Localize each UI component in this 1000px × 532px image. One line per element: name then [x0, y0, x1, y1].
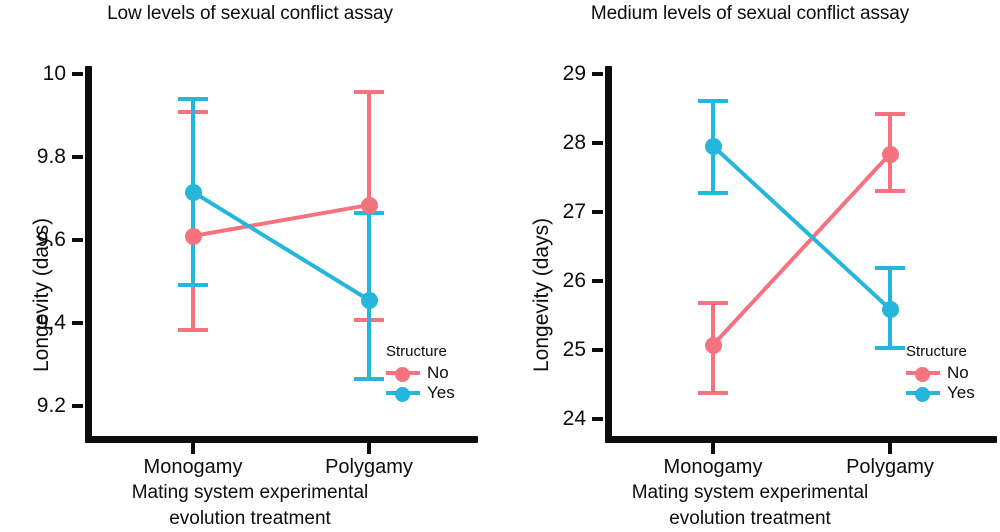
x-axis-label-line2: evolution treatment: [169, 508, 331, 529]
data-point-yes-polygamy: [882, 301, 899, 318]
series-line-yes: [711, 144, 891, 311]
legend-title: Structure: [386, 343, 447, 360]
error-cap-top-no-monogamy: [698, 301, 728, 305]
y-tick-label: 9.2: [36, 394, 66, 417]
x-tick-label: Polygamy: [325, 456, 413, 478]
data-point-no-monogamy: [705, 337, 722, 354]
error-cap-bottom-yes-monogamy: [178, 283, 208, 287]
data-point-yes-polygamy: [361, 292, 378, 309]
x-tick: [711, 443, 715, 454]
panel-low-conflict: Low levels of sexual conflict assay Long…: [0, 0, 500, 529]
y-tick-label: 26: [562, 269, 586, 292]
legend-label-yes: Yes: [427, 383, 455, 402]
legend-key-no-icon: [906, 364, 940, 382]
y-axis-line: [85, 66, 92, 440]
y-tick: [72, 72, 83, 76]
legend-label-no: No: [947, 363, 969, 382]
legend-key-yes-icon: [906, 384, 940, 402]
data-point-yes-monogamy: [705, 138, 722, 155]
plot-area: [0, 0, 500, 529]
y-tick: [72, 321, 83, 325]
y-tick: [592, 279, 603, 283]
data-point-no-monogamy: [185, 228, 202, 245]
error-cap-bottom-yes-polygamy: [354, 377, 384, 381]
panel-title: Low levels of sexual conflict assay: [107, 3, 393, 24]
y-tick: [592, 210, 603, 214]
panel-title: Medium levels of sexual conflict assay: [590, 3, 910, 24]
y-tick: [72, 404, 83, 408]
y-tick: [592, 141, 603, 145]
y-tick-label: 28: [562, 131, 586, 154]
error-cap-top-yes-polygamy: [875, 266, 905, 270]
legend-item-no[interactable]: No: [386, 363, 455, 383]
data-point-yes-monogamy: [185, 184, 202, 201]
x-axis-line: [85, 436, 478, 443]
y-tick: [592, 72, 603, 76]
data-point-no-polygamy: [361, 197, 378, 214]
error-cap-top-yes-monogamy: [178, 97, 208, 101]
y-tick-label: 27: [562, 200, 586, 223]
x-tick: [191, 443, 195, 454]
error-cap-bottom-yes-monogamy: [698, 191, 728, 195]
y-tick-label: 9.6: [36, 228, 66, 251]
x-tick: [888, 443, 892, 454]
error-cap-top-no-polygamy: [354, 90, 384, 94]
error-cap-top-no-polygamy: [875, 112, 905, 116]
legend-item-yes[interactable]: Yes: [386, 383, 455, 403]
legend-item-no[interactable]: No: [906, 363, 975, 383]
legend: Structure No Yes: [386, 343, 455, 403]
legend-title: Structure: [906, 343, 967, 360]
data-point-no-polygamy: [882, 146, 899, 163]
y-tick: [72, 155, 83, 159]
plot-area: [500, 0, 1000, 529]
error-cap-bottom-no-monogamy: [178, 328, 208, 332]
x-axis-label-line1: Mating system experimental: [131, 482, 369, 503]
legend: Structure No Yes: [906, 343, 975, 403]
y-tick-label: 25: [562, 338, 586, 361]
y-tick: [592, 417, 603, 421]
x-axis-label-line2: evolution treatment: [669, 508, 831, 529]
legend-key-no-icon: [386, 364, 420, 382]
y-tick-label: 9.8: [36, 145, 66, 168]
x-tick: [367, 443, 371, 454]
x-axis-label-line1: Mating system experimental: [631, 482, 869, 503]
y-tick: [592, 348, 603, 352]
error-cap-top-yes-monogamy: [698, 99, 728, 103]
error-cap-bottom-no-monogamy: [698, 391, 728, 395]
legend-item-yes[interactable]: Yes: [906, 383, 975, 403]
y-tick: [72, 238, 83, 242]
x-tick-label: Monogamy: [663, 456, 763, 478]
x-tick-label: Polygamy: [846, 456, 934, 478]
legend-label-yes: Yes: [947, 383, 975, 402]
y-tick-label: 9.4: [36, 311, 66, 334]
y-tick-label: 10: [42, 62, 66, 85]
panel-medium-conflict: Medium levels of sexual conflict assay L…: [500, 0, 1000, 529]
y-axis-line: [605, 66, 612, 440]
y-tick-label: 29: [562, 62, 586, 85]
x-tick-label: Monogamy: [143, 456, 243, 478]
legend-label-no: No: [427, 363, 449, 382]
x-axis-line: [605, 436, 997, 443]
legend-key-yes-icon: [386, 384, 420, 402]
error-cap-bottom-no-polygamy: [875, 189, 905, 193]
error-cap-bottom-yes-polygamy: [875, 346, 905, 350]
y-tick-label: 24: [562, 407, 586, 430]
series-line-no: [711, 152, 892, 347]
